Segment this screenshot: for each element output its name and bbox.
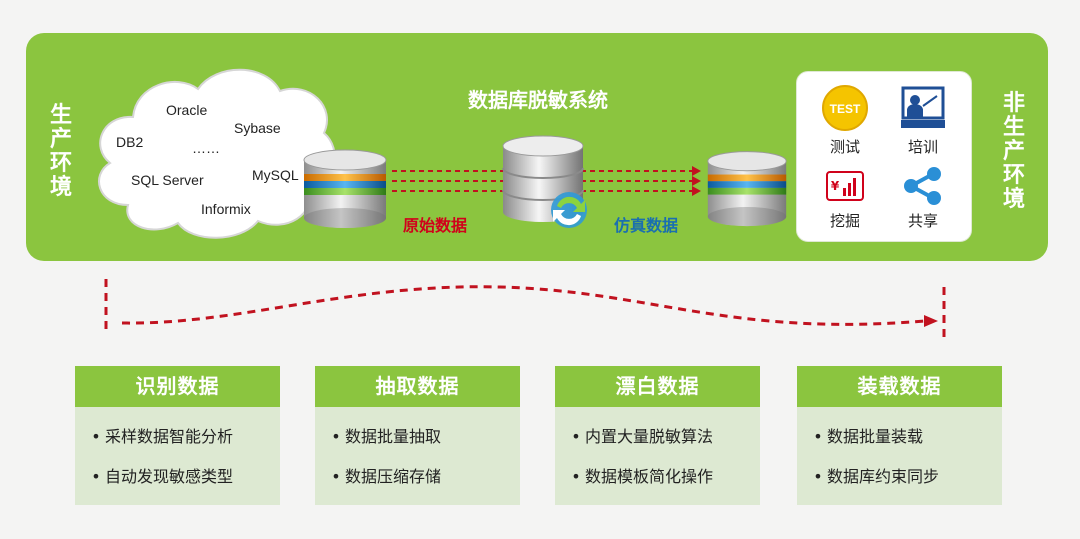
target-database-icon (707, 151, 787, 227)
step-title: 装载数据 (797, 366, 1002, 407)
production-environment-label: 生产环境 (49, 103, 72, 200)
step-item: •数据库约束同步 (797, 465, 1002, 505)
process-flow-arrow (104, 279, 946, 341)
source-db-label: Oracle (166, 102, 208, 118)
test-badge-text: TEST (830, 102, 861, 116)
bullet: • (571, 427, 581, 446)
usage-mining: ¥ 挖掘 (809, 166, 881, 231)
step-item: •数据批量抽取 (315, 425, 520, 465)
step-item-text: 数据批量抽取 (345, 427, 442, 446)
source-db-label: DB2 (116, 134, 144, 150)
step-item: •内置大量脱敏算法 (555, 425, 760, 465)
usage-label: 挖掘 (829, 212, 860, 230)
original-data-label: 原始数据 (403, 216, 468, 235)
step-item-text: 采样数据智能分析 (105, 427, 234, 446)
mining-badge-text: ¥ (831, 179, 840, 193)
step-item: •数据模板简化操作 (555, 465, 760, 505)
step-card-bleach: 漂白数据 •内置大量脱敏算法 •数据模板简化操作 (555, 366, 760, 509)
step-item-text: 数据压缩存储 (345, 467, 442, 486)
source-db-label: Sybase (234, 120, 281, 136)
bullet: • (813, 467, 823, 486)
source-db-ellipsis: …… (192, 140, 220, 156)
usage-label: 培训 (907, 138, 938, 156)
step-item: •自动发现敏感类型 (75, 465, 280, 505)
step-item-text: 内置大量脱敏算法 (585, 427, 714, 446)
test-icon: TEST (822, 85, 868, 131)
step-title: 抽取数据 (315, 366, 520, 407)
usage-panel: TEST 测试 培训 ¥ 挖掘 共享 (796, 71, 972, 242)
step-item: •数据批量装载 (797, 425, 1002, 465)
source-db-label: SQL Server (131, 172, 204, 188)
step-body: •数据批量装载 •数据库约束同步 (797, 407, 1002, 505)
bullet: • (91, 467, 101, 486)
step-card-extract: 抽取数据 •数据批量抽取 •数据压缩存储 (315, 366, 520, 509)
usage-training: 培训 (887, 84, 959, 157)
step-title: 漂白数据 (555, 366, 760, 407)
step-card-load: 装载数据 •数据批量装载 •数据库约束同步 (797, 366, 1002, 509)
bullet: • (813, 427, 823, 446)
usage-label: 共享 (907, 212, 938, 230)
source-db-label: Informix (201, 201, 251, 217)
bullet: • (91, 427, 101, 446)
non-production-environment-label: 非生产环境 (1002, 91, 1025, 212)
usage-label: 测试 (829, 138, 860, 156)
training-icon (901, 86, 945, 128)
bullet: • (571, 467, 581, 486)
usage-test: TEST 测试 (809, 84, 881, 157)
masking-system-title: 数据库脱敏系统 (468, 88, 608, 112)
step-title: 识别数据 (75, 366, 280, 407)
step-item-text: 数据库约束同步 (827, 467, 940, 486)
step-body: •数据批量抽取 •数据压缩存储 (315, 407, 520, 505)
step-item: •采样数据智能分析 (75, 425, 280, 465)
bullet: • (331, 467, 341, 486)
step-item-text: 自动发现敏感类型 (105, 467, 234, 486)
data-flow-arrows (392, 166, 701, 196)
step-item-text: 数据批量装载 (827, 427, 924, 446)
mining-chart-icon: ¥ (826, 171, 864, 201)
step-body: •采样数据智能分析 •自动发现敏感类型 (75, 407, 280, 505)
step-body: •内置大量脱敏算法 •数据模板简化操作 (555, 407, 760, 505)
simulated-data-label: 仿真数据 (614, 216, 679, 235)
masking-database-icon (502, 135, 587, 228)
share-icon (904, 167, 941, 205)
usage-sharing: 共享 (887, 166, 959, 231)
step-item-text: 数据模板简化操作 (585, 467, 714, 486)
step-item: •数据压缩存储 (315, 465, 520, 505)
bullet: • (331, 427, 341, 446)
source-database-icon (303, 149, 387, 228)
source-database-cloud (98, 68, 336, 239)
source-db-label: MySQL (252, 167, 299, 183)
step-card-identify: 识别数据 •采样数据智能分析 •自动发现敏感类型 (75, 366, 280, 509)
